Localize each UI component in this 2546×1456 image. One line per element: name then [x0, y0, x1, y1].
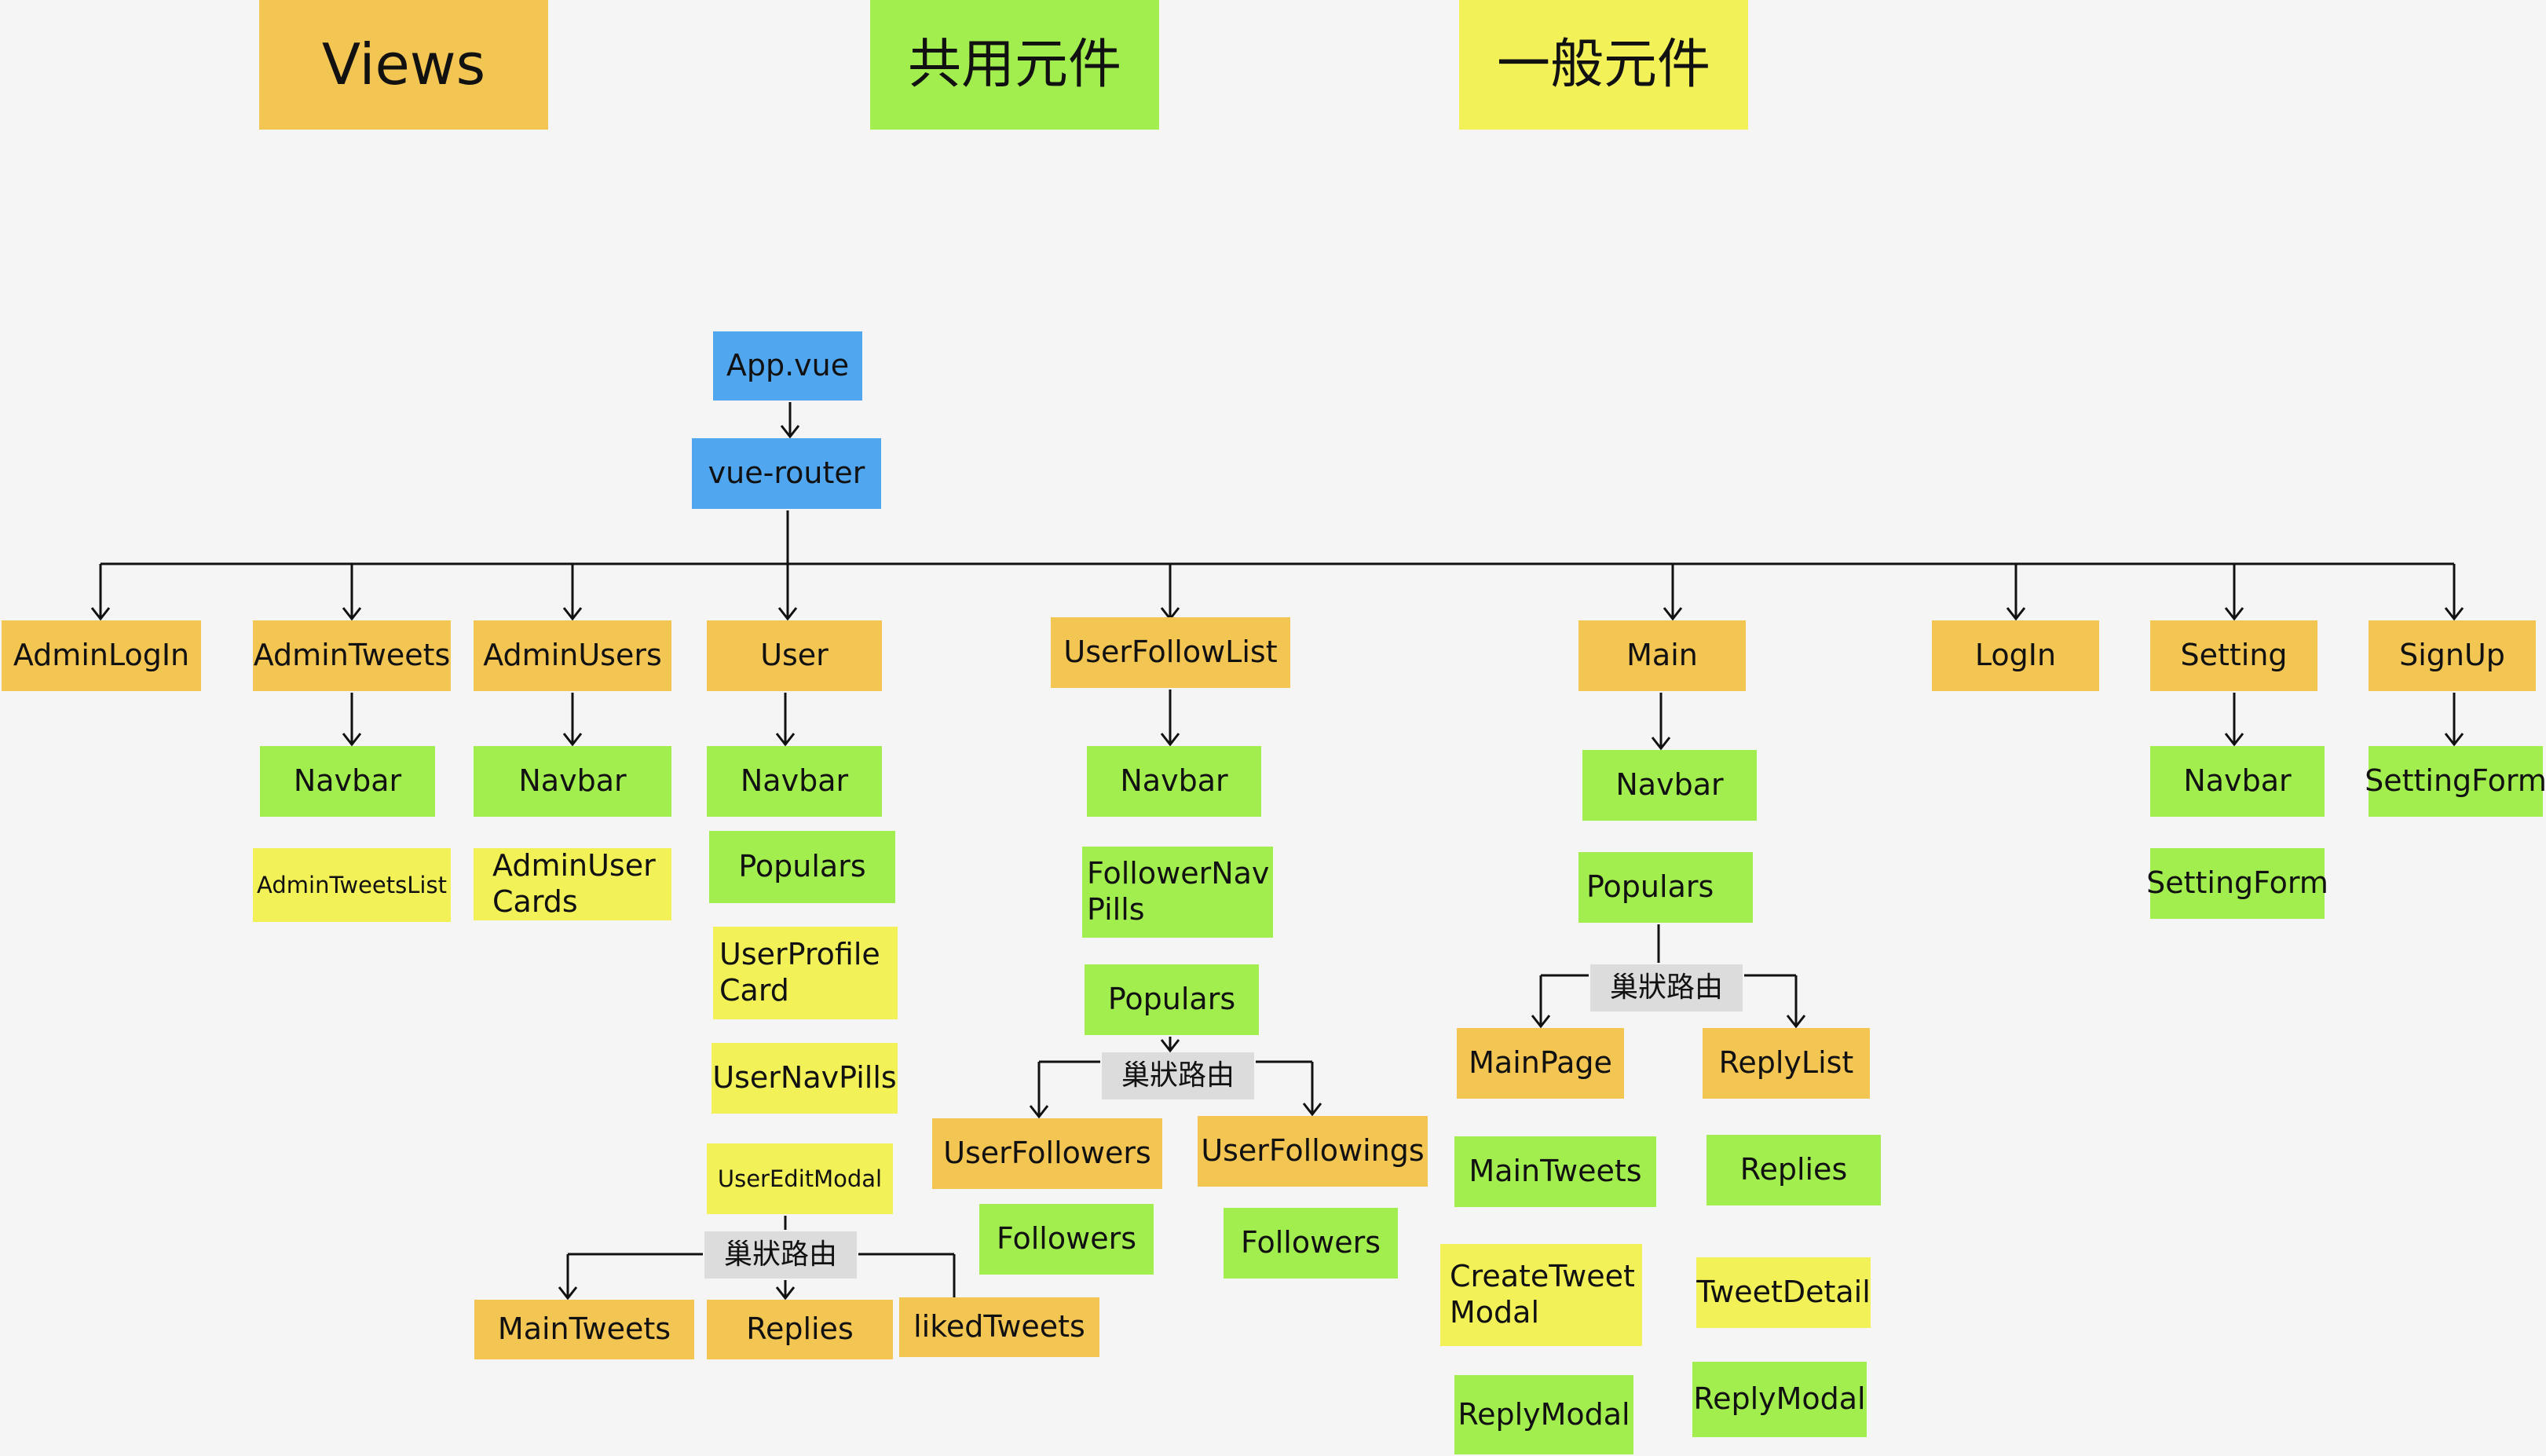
- main-nested-route: 巢狀路由: [1590, 964, 1743, 1012]
- view-user: User: [707, 620, 882, 691]
- arrow-head: [2224, 607, 2244, 621]
- main-tweets: MainTweets: [1454, 1136, 1656, 1207]
- signup-setting-form: SettingForm: [2365, 746, 2546, 817]
- user-navbar: Navbar: [707, 746, 882, 817]
- user-populars: Populars: [709, 831, 895, 903]
- arrow-head: [342, 733, 362, 747]
- view-user-followers: UserFollowers: [932, 1118, 1162, 1189]
- view-main: Main: [1578, 620, 1746, 691]
- user-follow-list-populars: Populars: [1085, 964, 1259, 1035]
- arrow-head: [777, 607, 798, 621]
- view-main-page: MainPage: [1457, 1028, 1624, 1099]
- admin-users-navbar: Navbar: [474, 746, 671, 817]
- view-login: LogIn: [1932, 620, 2099, 691]
- legend-shared: 共用元件: [870, 0, 1159, 130]
- user-nav-pills: UserNavPills: [711, 1043, 898, 1114]
- legend-general: 一般元件: [1459, 0, 1748, 130]
- arrow-head: [2224, 733, 2244, 747]
- vue-router-node: vue-router: [692, 438, 881, 509]
- admin-tweets-navbar: Navbar: [260, 746, 435, 817]
- tweet-detail: TweetDetail: [1696, 1257, 1871, 1328]
- arrow-head: [2444, 607, 2464, 621]
- user-follow-list-navbar: Navbar: [1087, 746, 1261, 817]
- view-admin-tweets: AdminTweets: [253, 620, 451, 691]
- main-navbar: Navbar: [1582, 750, 1757, 821]
- arrow-head: [1663, 607, 1683, 621]
- user-followings-list: Followers: [1224, 1208, 1398, 1279]
- arrow-head: [780, 425, 800, 439]
- view-signup: SignUp: [2369, 620, 2536, 691]
- view-user-follow-list: UserFollowList: [1051, 617, 1290, 688]
- user-followers-list: Followers: [979, 1204, 1154, 1275]
- app-vue-node: App.vue: [713, 331, 862, 401]
- view-admin-login: AdminLogIn: [2, 620, 201, 691]
- view-admin-users: AdminUsers: [474, 620, 671, 691]
- user-follow-list-nested-route: 巢狀路由: [1102, 1052, 1254, 1099]
- admin-user-cards: AdminUser Cards: [474, 848, 671, 920]
- arrow-head: [775, 733, 796, 747]
- reply-list-reply-modal: ReplyModal: [1692, 1362, 1867, 1437]
- arrow-head: [90, 607, 111, 621]
- arrow-head: [562, 607, 583, 621]
- arrow-head: [1786, 1015, 1806, 1029]
- arrow-head: [1302, 1103, 1322, 1117]
- main-reply-modal: ReplyModal: [1454, 1375, 1633, 1454]
- view-user-followings: UserFollowings: [1198, 1116, 1428, 1187]
- view-reply-list: ReplyList: [1703, 1028, 1870, 1099]
- setting-form: SettingForm: [2146, 848, 2328, 919]
- legend-views: Views: [259, 0, 548, 130]
- follower-nav-pills: FollowerNav Pills: [1082, 847, 1273, 938]
- main-replies: Replies: [1706, 1135, 1881, 1205]
- arrow-head: [2444, 733, 2464, 747]
- user-child-liked-tweets: likedTweets: [899, 1297, 1099, 1357]
- create-tweet-modal: CreateTweet Modal: [1440, 1244, 1642, 1346]
- arrow-head: [558, 1286, 578, 1301]
- arrow-head: [775, 1286, 796, 1301]
- arrow-head: [1029, 1105, 1049, 1119]
- main-populars: Populars: [1578, 852, 1753, 923]
- user-nested-route: 巢狀路由: [704, 1231, 857, 1279]
- arrow-head: [1651, 737, 1671, 751]
- setting-navbar: Navbar: [2150, 746, 2325, 817]
- user-profile-card: UserProfile Card: [713, 927, 898, 1019]
- admin-tweets-list: AdminTweetsList: [253, 848, 451, 922]
- user-child-replies: Replies: [707, 1300, 893, 1359]
- arrow-head: [1160, 733, 1180, 747]
- view-setting: Setting: [2150, 620, 2317, 691]
- arrow-head: [2006, 607, 2026, 621]
- arrow-head: [342, 607, 362, 621]
- arrow-head: [562, 733, 583, 747]
- user-edit-modal: UserEditModal: [707, 1143, 893, 1214]
- arrow-head: [1160, 1039, 1180, 1053]
- user-child-main-tweets: MainTweets: [474, 1300, 694, 1359]
- arrow-head: [1531, 1015, 1551, 1029]
